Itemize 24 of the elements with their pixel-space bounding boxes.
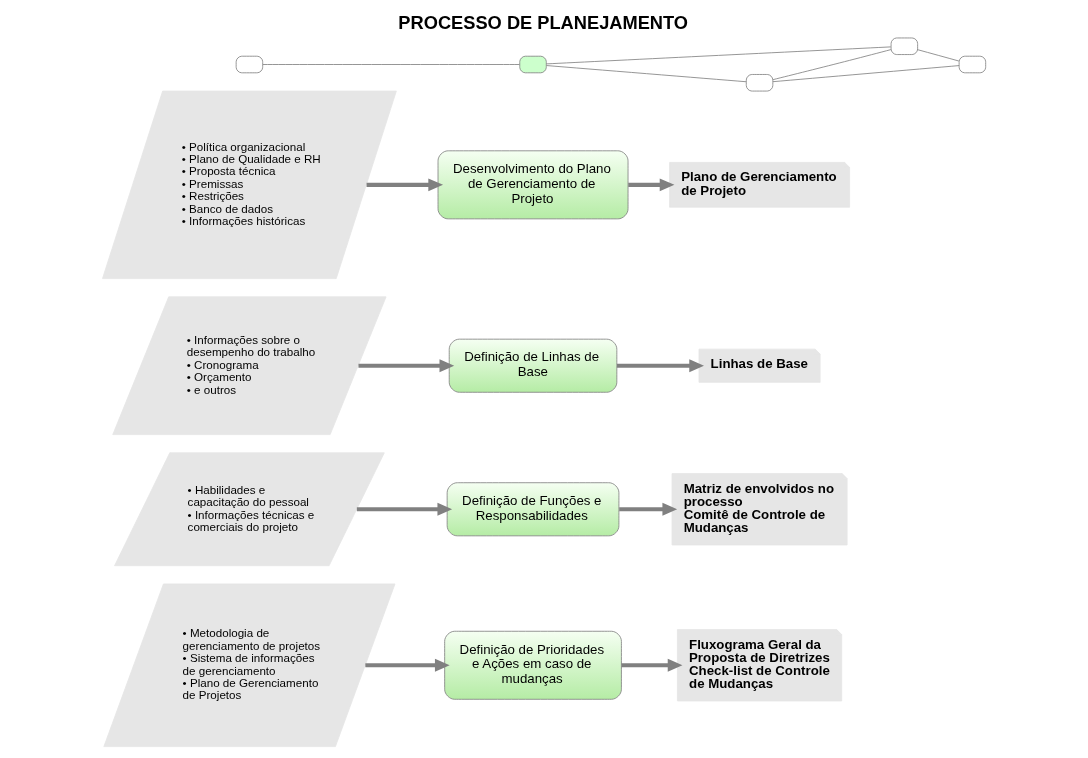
arrow xyxy=(628,178,675,192)
connector xyxy=(546,65,747,83)
connector xyxy=(772,49,892,81)
node-box: Desenvolvimento do Plano de Gerenciamento de Projeto xyxy=(437,150,629,220)
diagram-title: PROCESSO DE PLANEJAMENTO xyxy=(398,11,689,33)
arrow xyxy=(356,502,453,516)
node-box xyxy=(890,37,919,55)
node-box: Definição de Linhas de Base xyxy=(448,338,618,393)
node-box xyxy=(519,55,547,74)
node-box xyxy=(958,55,987,74)
connector xyxy=(772,65,960,83)
node-box xyxy=(745,74,774,92)
arrow xyxy=(619,502,678,516)
arrow xyxy=(366,178,444,192)
arrow xyxy=(621,658,683,672)
connector xyxy=(262,64,520,65)
arrow xyxy=(365,658,450,672)
node-box: Definição de Funções e Responsabilidades xyxy=(446,482,620,537)
connector xyxy=(917,49,960,62)
connector xyxy=(545,46,892,65)
node-box xyxy=(235,55,264,74)
arrow xyxy=(358,359,455,373)
node-box: Definição de Prioridades e Ações em caso de mudanças xyxy=(444,630,622,700)
arrow xyxy=(616,359,704,373)
